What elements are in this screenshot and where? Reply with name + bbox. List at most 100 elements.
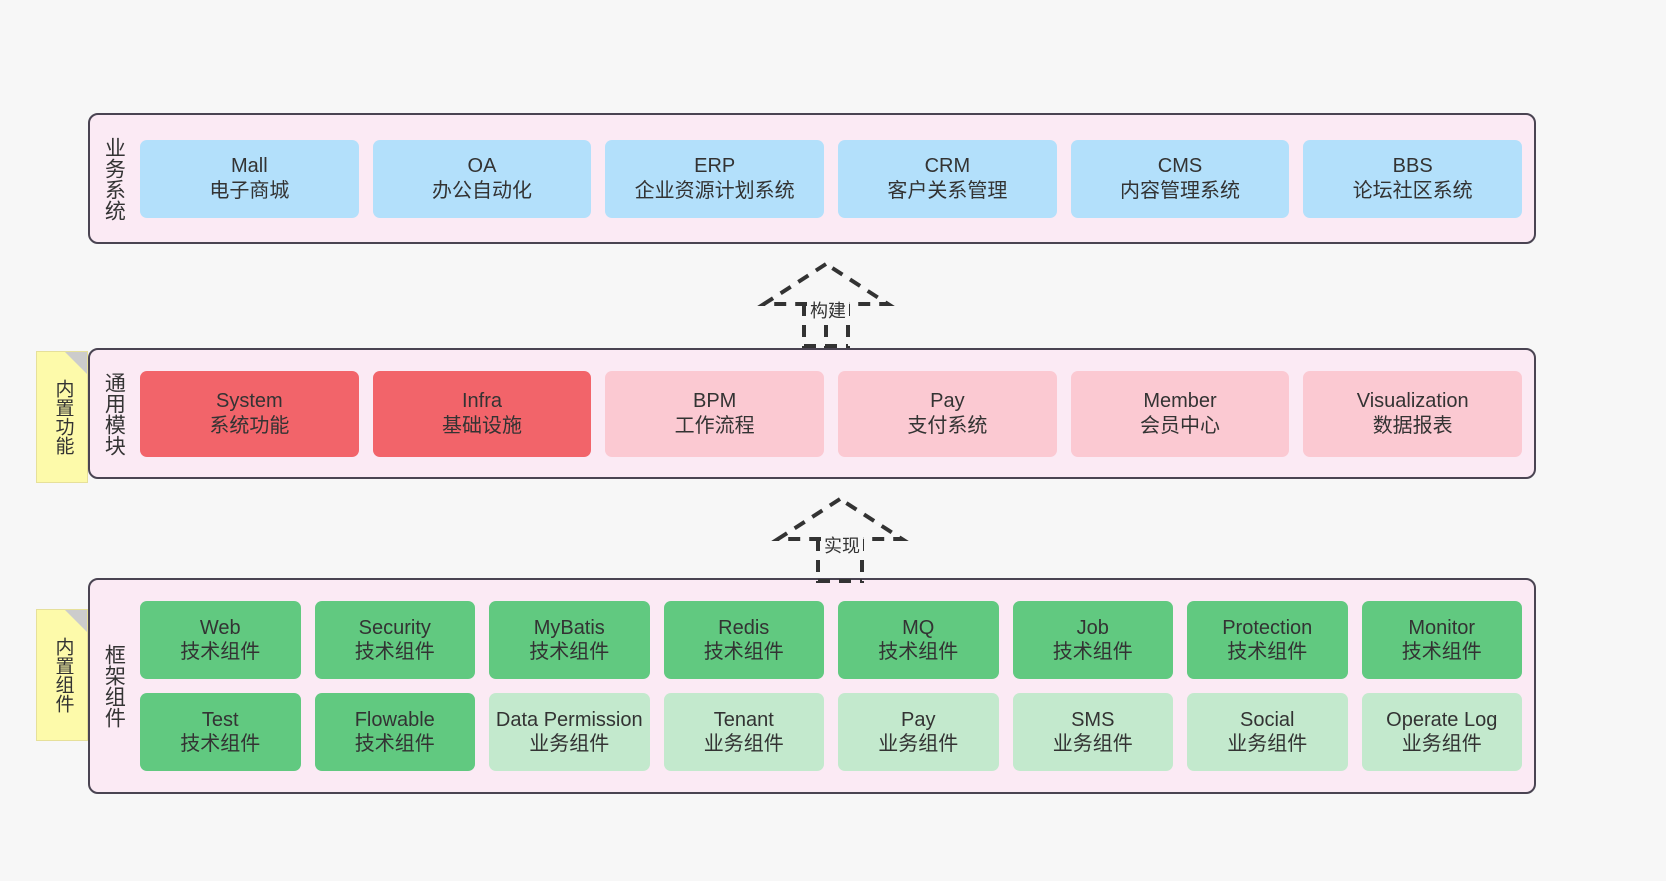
node-subtitle: 技术组件	[180, 641, 261, 663]
node-name: System	[215, 390, 283, 413]
node-subtitle: 技术组件	[354, 733, 435, 755]
node-subtitle: 业务组件	[878, 733, 959, 755]
node-name: SMS	[1071, 708, 1115, 731]
node-name: CMS	[1157, 155, 1203, 178]
node-subtitle: 会员中心	[1140, 414, 1221, 437]
connector-build-label: 构建	[807, 297, 849, 323]
sticky-note-builtin-components: 内置组件	[36, 609, 88, 741]
node-name: Mall	[231, 155, 268, 178]
node-name: Web	[199, 616, 241, 639]
node-subtitle: 客户关系管理	[887, 179, 1008, 202]
node-name: Job	[1076, 616, 1109, 639]
node-subtitle: 电子商城	[209, 179, 290, 202]
connector-implement-label: 实现	[821, 532, 863, 558]
node-subtitle: 业务组件	[703, 733, 784, 755]
node-name: Test	[201, 708, 239, 731]
node-subtitle: 系统功能	[209, 414, 290, 437]
node-name: BBS	[1392, 155, 1433, 178]
layer-framework-title: 框架组件	[102, 644, 126, 728]
node-subtitle: 业务组件	[1401, 733, 1482, 755]
node-name: CRM	[924, 155, 971, 178]
node-subtitle: 技术组件	[1401, 641, 1482, 663]
node-subtitle: 技术组件	[1227, 641, 1308, 663]
node-subtitle: 业务组件	[1052, 733, 1133, 755]
node-subtitle: 工作流程	[674, 414, 755, 437]
node-subtitle: 数据报表	[1372, 414, 1453, 437]
node-name: BPM	[693, 390, 737, 413]
node-subtitle: 企业资源计划系统	[634, 179, 795, 202]
node-name: Social	[1240, 708, 1295, 731]
node-subtitle: 支付系统	[907, 414, 988, 437]
node-name: ERP	[694, 155, 736, 178]
node-subtitle: 技术组件	[529, 641, 610, 663]
node-name: Pay	[930, 390, 965, 413]
layer-modules-title: 通用模块	[102, 371, 126, 456]
node-subtitle: 办公自动化	[432, 179, 532, 202]
node-name: Operate Log	[1386, 708, 1498, 731]
node-name: MyBatis	[533, 616, 605, 639]
node-subtitle: 技术组件	[878, 641, 959, 663]
node-name: Monitor	[1408, 616, 1476, 639]
node-subtitle: 论坛社区系统	[1352, 179, 1473, 202]
node-name: Data Permission	[495, 708, 643, 731]
sticky-fold-corner-icon	[65, 352, 87, 374]
node-subtitle: 技术组件	[180, 733, 261, 755]
node-name: Protection	[1222, 616, 1313, 639]
node-name: Tenant	[713, 708, 774, 731]
node-name: OA	[467, 155, 497, 178]
connector-implement: 实现	[770, 493, 910, 583]
sticky-fold-corner-icon	[65, 610, 87, 632]
node-name: Redis	[718, 616, 770, 639]
node-name: Security	[358, 616, 431, 639]
layer-business-title: 业务系统	[102, 136, 126, 221]
node-name: Member	[1143, 390, 1217, 413]
node-name: Visualization	[1356, 390, 1469, 413]
node-name: Pay	[901, 708, 936, 731]
node-subtitle: 基础设施	[442, 414, 522, 437]
sticky-note-builtin-features: 内置功能	[36, 351, 88, 483]
node-subtitle: 技术组件	[1052, 641, 1133, 663]
connector-build: 构建	[756, 258, 896, 348]
node-name: Flowable	[354, 708, 435, 731]
node-name: Infra	[461, 390, 503, 413]
node-name: MQ	[902, 616, 935, 639]
node-subtitle: 内容管理系统	[1120, 179, 1241, 202]
